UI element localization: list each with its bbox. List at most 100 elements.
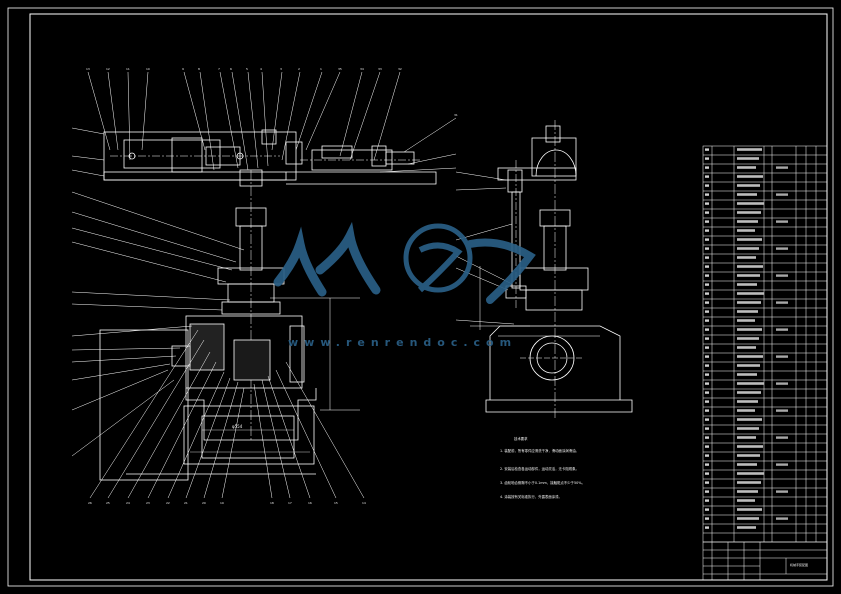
bom-entry-mark: [737, 391, 761, 394]
balloon-17: 17: [288, 501, 292, 505]
bom-entry-mark: [737, 373, 757, 376]
balloon-33: 33: [378, 67, 382, 71]
bom-entry-mark: [737, 490, 758, 493]
title-block-frame: [702, 541, 828, 581]
bom-entry-mark: [737, 355, 763, 358]
balloon-8: 8: [198, 67, 200, 71]
balloon-25: 25: [106, 501, 110, 505]
bom-index-mark: [705, 418, 709, 421]
bom-entry-mark: [737, 310, 758, 313]
side-view: [479, 120, 633, 420]
bom-material-mark: [776, 517, 788, 520]
bom-entry-mark: [737, 409, 755, 412]
gearbox-lower: [185, 388, 317, 441]
bom-material-mark: [776, 463, 788, 466]
arm-clamp: [285, 141, 303, 165]
bom-index-mark: [705, 157, 709, 160]
bom-index-mark: [705, 211, 709, 214]
bom-material-mark: [776, 274, 788, 277]
balloon-35: 35: [338, 67, 342, 71]
gripper-head: [385, 151, 415, 165]
bom-rows: [703, 148, 827, 534]
bom-entry-mark: [737, 418, 762, 421]
bom-index-mark: [705, 166, 709, 169]
balloon-24: 24: [126, 501, 130, 505]
balloon-2: 2: [298, 67, 300, 71]
base-pedestal: [183, 405, 315, 465]
bom-entry-mark: [737, 463, 757, 466]
balloon-23: 23: [146, 501, 150, 505]
bom-entry-mark: [737, 472, 764, 475]
bom-entry-mark: [737, 283, 757, 286]
bom-entry-mark: [737, 238, 762, 241]
balloon-14: 14: [362, 501, 366, 505]
tech-requirements: 技术要求 1. 装配前，所有零件应清洗干净，滑动面涂润滑油。 2. 安装后检查各…: [500, 436, 585, 499]
tech-note-2: 2. 安装后检查各运动部件，运动灵活，无卡阻现象。: [500, 466, 579, 471]
bom-entry-mark: [737, 517, 759, 520]
bom-index-mark: [705, 391, 709, 394]
forearm-rail: [286, 171, 437, 185]
bom-index-mark: [705, 238, 709, 241]
leader-lines-top: [87, 71, 457, 173]
balloon-9: 9: [182, 67, 184, 71]
bom-index-mark: [705, 328, 709, 331]
bom-entry-mark: [737, 265, 763, 268]
bom-entry-mark: [737, 247, 759, 250]
bom-index-mark: [705, 409, 709, 412]
bom-index-mark: [705, 310, 709, 313]
bom-entry-mark: [737, 382, 764, 385]
balloon-19: 19: [220, 501, 224, 505]
dimension-text: φ554: [232, 424, 243, 429]
bom-material-mark: [776, 220, 788, 223]
bom-index-mark: [705, 427, 709, 430]
bom-index-mark: [705, 283, 709, 286]
bom-index-mark: [705, 508, 709, 511]
balloon-18: 18: [270, 501, 274, 505]
leader-lines-left: [71, 127, 245, 457]
bom-index-mark: [705, 202, 709, 205]
bom-index-mark: [705, 526, 709, 529]
bom-index-mark: [705, 454, 709, 457]
bom-entry-mark: [737, 229, 755, 232]
bom-index-mark: [705, 256, 709, 259]
bom-entry-mark: [737, 184, 760, 187]
balloon-7: 7: [218, 67, 220, 71]
bom-index-mark: [705, 463, 709, 466]
bom-index-mark: [705, 274, 709, 277]
bom-entry-mark: [737, 175, 763, 178]
bom-material-mark: [776, 301, 788, 304]
top-bracket: [261, 129, 277, 145]
bom-entry-mark: [737, 301, 761, 304]
bom-entry-mark: [737, 508, 762, 511]
balloon-15: 15: [334, 501, 338, 505]
balloon-4: 4: [260, 67, 262, 71]
bom-index-mark: [705, 481, 709, 484]
bom-index-mark: [705, 517, 709, 520]
bom-entry-mark: [737, 157, 759, 160]
side-arm: [497, 167, 577, 181]
balloon-13: 13: [86, 67, 90, 71]
bom-entry-mark: [737, 256, 756, 259]
balloon-21: 21: [184, 501, 188, 505]
bevel-gear-right: [233, 339, 271, 381]
cylinder-piston-housing: [171, 137, 203, 173]
bom-material-mark: [776, 436, 788, 439]
bom-index-mark: [705, 148, 709, 151]
bom-entry-mark: [737, 319, 755, 322]
bom-entry-mark: [737, 346, 756, 349]
bom-index-mark: [705, 337, 709, 340]
watermark-ring: [403, 223, 473, 293]
bom-entry-mark: [737, 445, 763, 448]
bom-material-mark: [776, 490, 788, 493]
bom-entry-mark: [737, 274, 760, 277]
bom-material-mark: [776, 166, 788, 169]
bom-index-mark: [705, 292, 709, 295]
bom-material-mark: [776, 328, 788, 331]
balloon-16: 16: [308, 501, 312, 505]
bom-material-mark: [776, 382, 788, 385]
bom-index-mark: [705, 184, 709, 187]
balloon-12: 12: [106, 67, 110, 71]
balloon-31: 31: [454, 113, 458, 117]
bom-entry-mark: [737, 211, 761, 214]
balloon-3: 3: [280, 67, 282, 71]
